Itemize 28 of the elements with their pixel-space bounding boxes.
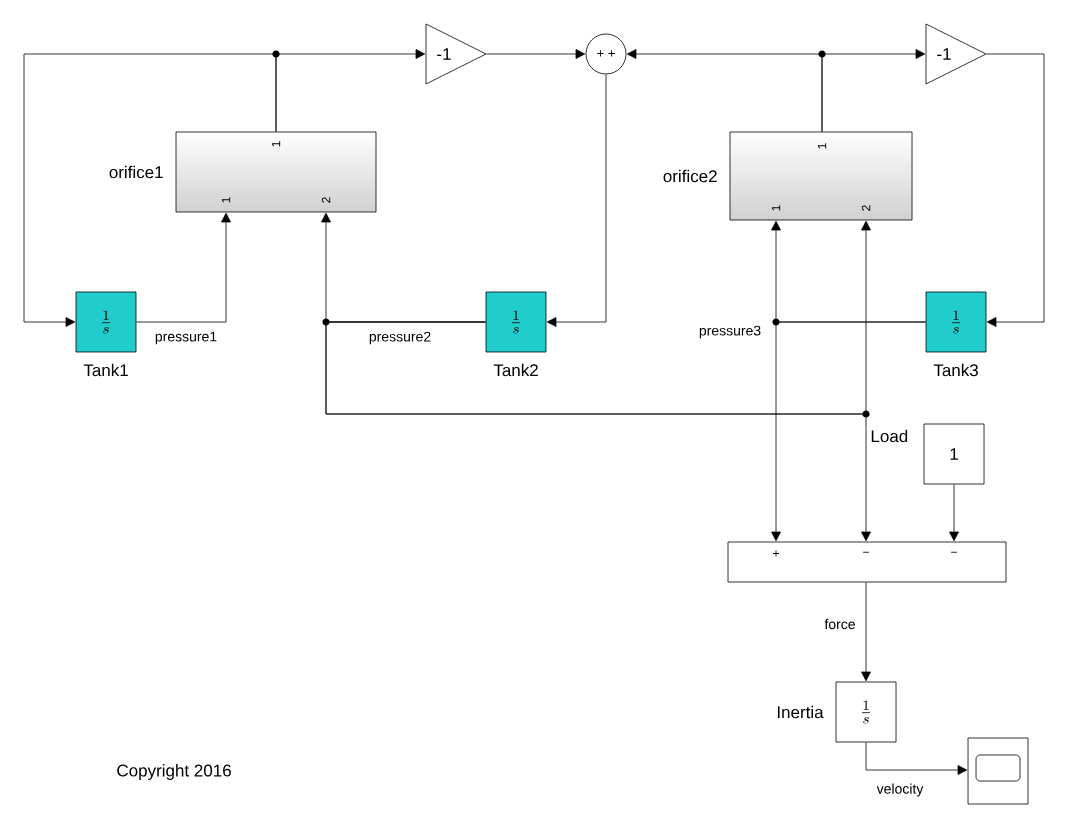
signal-line — [861, 582, 871, 682]
constant-block: 1 — [923, 423, 985, 485]
scope-block — [967, 737, 1029, 805]
signal-line — [865, 742, 968, 775]
signal-line — [136, 212, 231, 323]
integrator-block: $\frac{1}{s}$ — [835, 681, 897, 743]
signal-line — [546, 74, 607, 327]
integrator-block: $\frac{1}{s}$ — [485, 291, 547, 353]
signal-line — [771, 321, 926, 542]
integrator-block: $\frac{1}{s}$ — [925, 291, 987, 353]
gain-triangle: -1 — [925, 23, 987, 85]
block-label: Tank2 — [493, 363, 538, 377]
integrator-block: $\frac{1}{s}$ — [75, 291, 137, 353]
block-label: Tank3 — [933, 363, 978, 377]
block-label: Tank1 — [83, 363, 128, 377]
block-label: Inertia — [777, 705, 824, 719]
signal-line — [275, 49, 426, 132]
signal-line — [23, 53, 277, 327]
block-label: Load — [871, 429, 908, 443]
copyright-note: Copyright 2016 — [117, 764, 231, 780]
signal-line — [949, 484, 959, 542]
signal-line — [325, 321, 871, 542]
signal-line — [986, 53, 1045, 327]
block-label: orifice1 — [109, 165, 163, 179]
signal-line — [821, 49, 926, 132]
gain-triangle: -1 — [425, 23, 487, 85]
signal-line — [486, 49, 586, 59]
block-label: orifice2 — [663, 169, 717, 183]
